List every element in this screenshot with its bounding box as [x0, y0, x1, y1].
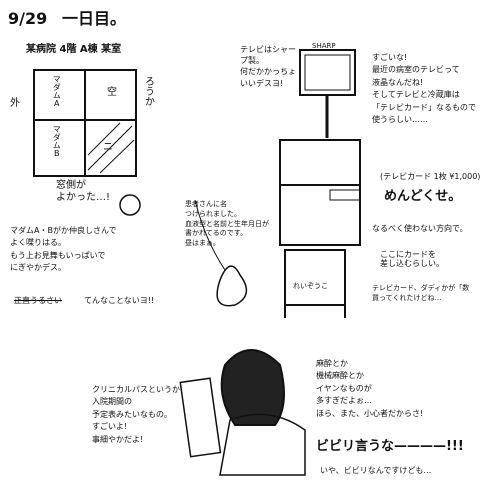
person-body [219, 413, 306, 476]
hatch-2 [87, 122, 121, 156]
hatch-1 [87, 125, 133, 171]
person-hair [220, 349, 285, 426]
tv-brand: SHARP [312, 42, 336, 50]
cabinet-fridge [284, 249, 346, 306]
wristband-note: 患者さんに名 つけられました。 血液型と名前と生年月日が 書かれてるのです。 昼… [185, 200, 269, 248]
tv-screen-frame [299, 49, 356, 96]
worry-note: 麻酔とか 機械麻酔とか イヤンなものが 多すぎだよぉ… ほら、また、小心者だから… [316, 359, 424, 418]
noisy-crossed: 正直うるさい [14, 296, 62, 305]
noisy-note: てんなことないヨ!! [84, 296, 155, 305]
cabinet-top [279, 139, 361, 186]
bed-me: ニ [103, 142, 113, 153]
card-slot [329, 189, 361, 201]
hallway-label: ろうか [142, 76, 154, 106]
wristband-arrow [194, 199, 226, 271]
card-insert-note: ここにカードを 差し込むらしい。 [380, 250, 444, 269]
pamphlet-paper [179, 377, 222, 458]
bibiri-sub: いや、ビビリなんですけども… [320, 466, 432, 475]
room-title: 某病院 4階 A棟 某室 [26, 44, 122, 55]
minimal-use: なるべく使わない方向で。 [372, 224, 468, 233]
wristband-hand [216, 265, 248, 307]
tv-screen [304, 54, 351, 91]
header-date: 9/29 [8, 9, 48, 28]
outside-label: 外 [10, 98, 20, 109]
madam-chat-note: マダムA・Bがか仲良しさんで よく喋りはる。 もう上お見舞もいっぱいで にぎやか… [10, 226, 117, 273]
tv-note: テレビはシャープ製。 何だかかっちょいいデスヨ! [240, 45, 296, 88]
card-gift-note: テレビカード、ダディかが「数 買ってくれたけどね… [372, 284, 470, 302]
window-side-note: 窓側が よかった…! [56, 180, 111, 203]
mendokuse: めんどくせ。 [384, 189, 462, 204]
cabinet-mid [279, 184, 361, 246]
bed-madam-a: マダムA [52, 75, 62, 108]
hatch-3 [99, 139, 135, 174]
small-portrait [119, 194, 141, 216]
pamphlet-note: クリニカルパスというか 入院期間の 予定表みたいなもの。 すごいよ! 事細やかだ… [92, 385, 180, 444]
latest-tv-note: すごいな! 最近の病室のテレビって 液晶なんだね! そしてテレビと冷蔵庫は 「テ… [372, 53, 476, 124]
card-price: (テレビカード 1枚 ¥1,000) [380, 172, 481, 181]
fridge-label: れいぞうこ [293, 282, 328, 290]
bed-empty: 空 [104, 86, 116, 96]
bed-madam-b: マダムB [52, 125, 62, 158]
bibiri-shout: ビビリ言うな————!!! [316, 439, 464, 454]
header-day: 一日目。 [62, 9, 127, 28]
